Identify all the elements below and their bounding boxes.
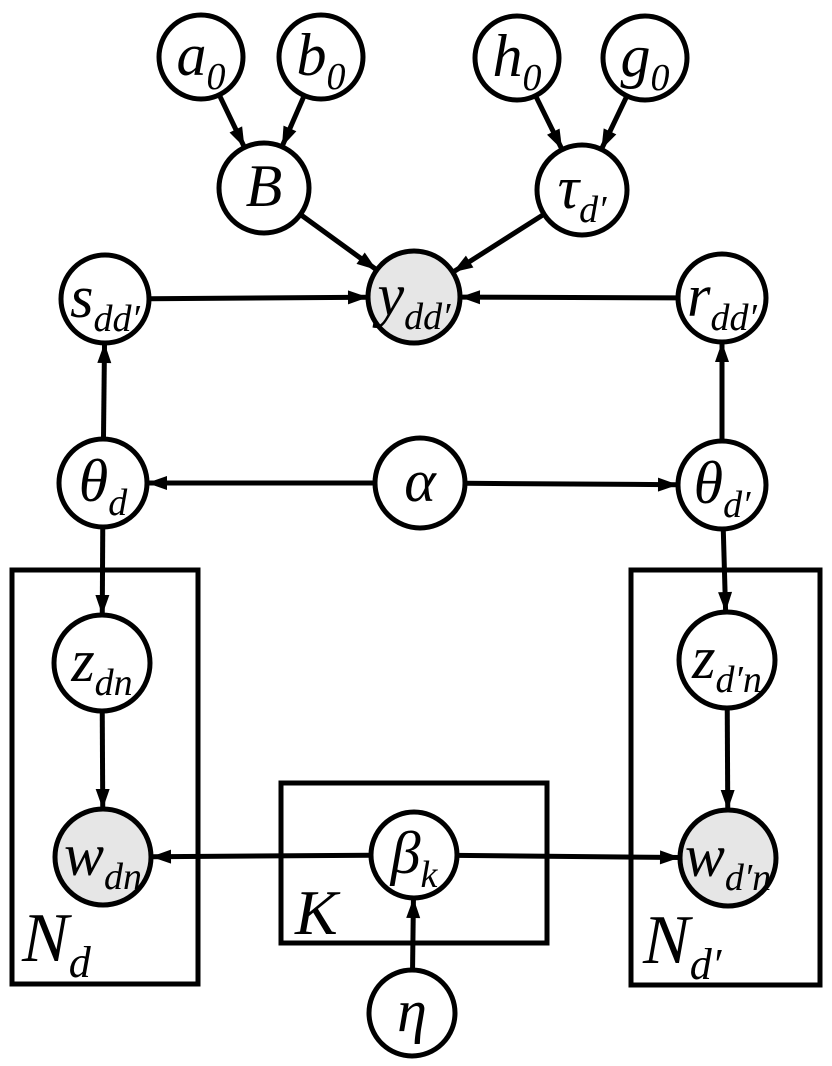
node-eta-label: η (397, 978, 427, 1044)
node-h0 (472, 13, 562, 103)
nodes-layer (51, 12, 779, 1059)
node-eta-label-main: η (397, 978, 427, 1044)
node-b0-label: b0 (297, 22, 346, 98)
plate-K-label-main: K (294, 877, 341, 948)
node-tau_dp-label-sub: d′ (579, 189, 607, 231)
edge-eta-to-beta_k-arrow (406, 897, 421, 971)
node-beta_k-label-sub: k (421, 854, 439, 896)
plate-K-label: K (294, 877, 341, 948)
node-w_dn-label-sub: dn (104, 856, 142, 898)
node-tau_dp-label-main: τ (558, 155, 582, 221)
node-z_dn-label: zdn (70, 628, 132, 704)
node-z_dpn-label-main: z (691, 625, 715, 691)
node-y_ddp-observed (365, 248, 463, 346)
node-a0-label-sub: 0 (207, 56, 226, 98)
node-beta_k-label: βk (390, 820, 439, 896)
node-theta_d-label-sub: d (108, 482, 128, 524)
edge-s_ddp-to-y_ddp-arrow (148, 290, 369, 305)
node-theta_d-label-main: θ (79, 448, 108, 514)
node-g0-label-main: g (621, 23, 651, 89)
node-a0-label: a0 (177, 22, 226, 98)
node-w_dpn-observed (677, 807, 779, 909)
node-w_dn-label-main: w (64, 822, 104, 888)
plate-N_dp-label-sub: d′ (690, 940, 723, 989)
node-w_dn-label: wdn (64, 822, 142, 898)
node-h0-label-main: h (493, 23, 523, 89)
node-s_ddp-label-main: s (70, 264, 93, 330)
node-theta_dp (675, 438, 769, 532)
edge-z_dpn-to-w_dpn-arrow (720, 707, 735, 811)
node-w_dpn-label: wd′n (685, 823, 771, 899)
node-theta_d-label: θd (79, 448, 128, 524)
edge-g0-to-tau_dp-arrow (599, 94, 630, 151)
edge-tau_dp-to-y_ddp-arrow (451, 212, 546, 275)
node-theta_dp-label-sub: d′ (723, 484, 751, 526)
edge-z_dn-to-w_dn-arrow (95, 710, 110, 810)
node-r_ddp (675, 251, 769, 345)
node-z_dpn (676, 609, 778, 711)
node-alpha-label: α (404, 448, 437, 514)
node-eta (366, 967, 458, 1059)
plate-N_d-label-main: N (21, 900, 72, 977)
plate-N_dp-label-main: N (642, 902, 693, 979)
node-a0-label-main: a (177, 22, 207, 88)
node-beta_k (368, 809, 460, 901)
node-z_dn-label-main: z (70, 628, 94, 694)
plate-N_d-label: Nd (21, 900, 92, 987)
edge-alpha-to-theta_dp-arrow (464, 477, 679, 492)
node-w_dn-observed (52, 806, 154, 908)
node-s_ddp-label: sdd′ (70, 264, 140, 340)
plate-N_dp-label: Nd′ (642, 902, 723, 989)
node-h0-label: h0 (493, 23, 542, 99)
node-w_dpn-label-sub: d′n (725, 857, 771, 899)
node-beta_k-label-main: β (390, 820, 421, 886)
edges-layer (95, 93, 735, 971)
node-b0-label-sub: 0 (327, 56, 346, 98)
node-tau_dp-label: τd′ (558, 155, 607, 231)
node-theta_dp-label: θd′ (694, 450, 751, 526)
node-y_ddp-label-main: y (372, 262, 405, 328)
edge-beta_k-to-w_dpn-arrow (456, 850, 681, 865)
node-r_ddp-label: rdd′ (687, 263, 757, 339)
node-B-label: B (246, 153, 283, 219)
edge-B-to-y_ddp-arrow (298, 212, 379, 272)
edge-h0-to-tau_dp-arrow (533, 94, 565, 151)
node-g0-label: g0 (621, 23, 670, 99)
node-g0 (600, 13, 690, 103)
edge-theta_dp-to-z_dpn-arrow (718, 528, 733, 613)
node-B-label-main: B (246, 153, 283, 219)
edge-b0-to-B-arrow (279, 94, 307, 148)
edge-beta_k-to-w_dn-arrow (150, 849, 372, 864)
node-z_dn (51, 612, 153, 714)
plate-N_d-label-sub: d (69, 938, 92, 987)
node-tau_dp (534, 142, 630, 238)
node-z_dpn-label: zd′n (691, 625, 762, 701)
node-z_dn-label-sub: dn (95, 662, 133, 704)
node-alpha-label-main: α (404, 448, 437, 514)
node-r_ddp-label-sub: dd′ (711, 297, 758, 339)
node-y_ddp-label: ydd′ (372, 262, 452, 338)
node-w_dpn-label-main: w (685, 823, 725, 889)
node-alpha (372, 435, 468, 531)
node-y_ddp-label-sub: dd′ (404, 296, 451, 338)
node-B (216, 140, 312, 236)
edge-r_ddp-to-y_ddp-arrow (459, 290, 679, 305)
node-b0-label-main: b (297, 22, 327, 88)
edge-theta_d-to-s_ddp-arrow (97, 342, 112, 440)
node-a0 (156, 12, 246, 102)
node-theta_d (56, 436, 150, 530)
node-b0 (276, 12, 366, 102)
node-z_dpn-label-sub: d′n (716, 659, 762, 701)
edge-a0-to-B-arrow (216, 93, 247, 149)
node-s_ddp-label-sub: dd′ (94, 298, 141, 340)
node-r_ddp-label-main: r (687, 263, 711, 329)
node-s_ddp (58, 252, 152, 346)
node-g0-label-sub: 0 (651, 57, 670, 99)
node-h0-label-sub: 0 (523, 57, 542, 99)
node-theta_dp-label-main: θ (694, 450, 723, 516)
